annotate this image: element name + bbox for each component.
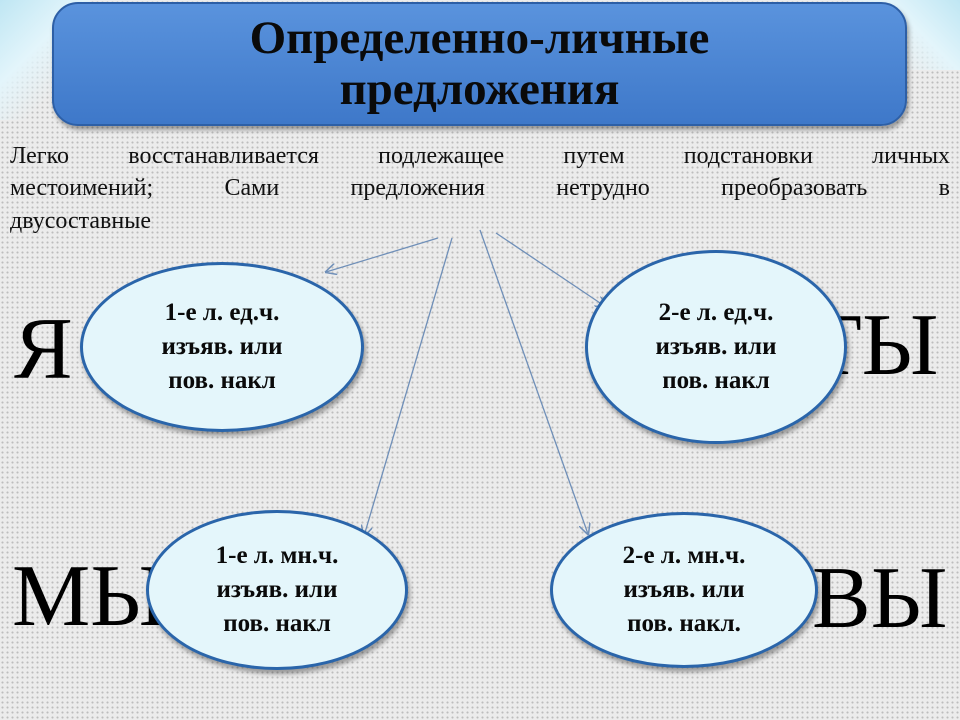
node-first-singular-line-2: изъяв. или	[161, 333, 283, 361]
node-second-singular-line-2: изъяв. или	[655, 333, 777, 361]
pronoun-vy: ВЫ	[812, 550, 948, 647]
page-title: Определенно-личные предложения	[250, 13, 710, 115]
description-line-3: двусоставные	[10, 207, 152, 234]
node-second-singular: 2-е л. ед.ч. изъяв. или пов. накл	[585, 250, 847, 444]
node-second-plural-line-3: пов. накл.	[627, 609, 741, 637]
title-line-2: предложения	[339, 63, 620, 115]
node-second-singular-line-1: 2-е л. ед.ч.	[658, 299, 774, 327]
arrow-to-second-plural	[479, 229, 588, 534]
node-first-singular: 1-е л. ед.ч. изъяв. или пов. накл	[80, 262, 364, 432]
description-line-1: Легко восстанавливается подлежащее путем…	[10, 143, 950, 169]
pronoun-ya: Я	[14, 301, 73, 398]
node-first-singular-line-1: 1-е л. ед.ч.	[164, 299, 280, 327]
node-first-plural: 1-е л. мн.ч. изъяв. или пов. накл	[146, 510, 408, 670]
node-first-plural-line-3: пов. накл	[223, 609, 331, 637]
title-line-1: Определенно-личные	[249, 12, 710, 65]
node-first-plural-line-1: 1-е л. мн.ч.	[215, 542, 339, 570]
pronoun-my: МЫ	[12, 548, 167, 645]
node-second-singular-line-3: пов. накл	[662, 366, 770, 394]
node-second-plural-line-1: 2-е л. мн.ч.	[622, 542, 746, 570]
title-box: Определенно-личные предложения	[52, 2, 907, 126]
node-first-plural-line-2: изъяв. или	[216, 576, 338, 604]
arrow-to-second-singular	[495, 232, 606, 307]
node-second-plural: 2-е л. мн.ч. изъяв. или пов. накл.	[550, 512, 818, 668]
node-second-plural-line-2: изъяв. или	[623, 576, 745, 604]
node-first-singular-line-3: пов. накл	[168, 366, 276, 394]
arrow-to-first-plural	[364, 237, 453, 536]
description-line-2: местоимений; Сами предложения нетрудно п…	[10, 175, 950, 202]
arrow-to-first-singular	[326, 237, 439, 272]
description-text: Легко восстанавливается подлежащее путем…	[10, 140, 950, 237]
